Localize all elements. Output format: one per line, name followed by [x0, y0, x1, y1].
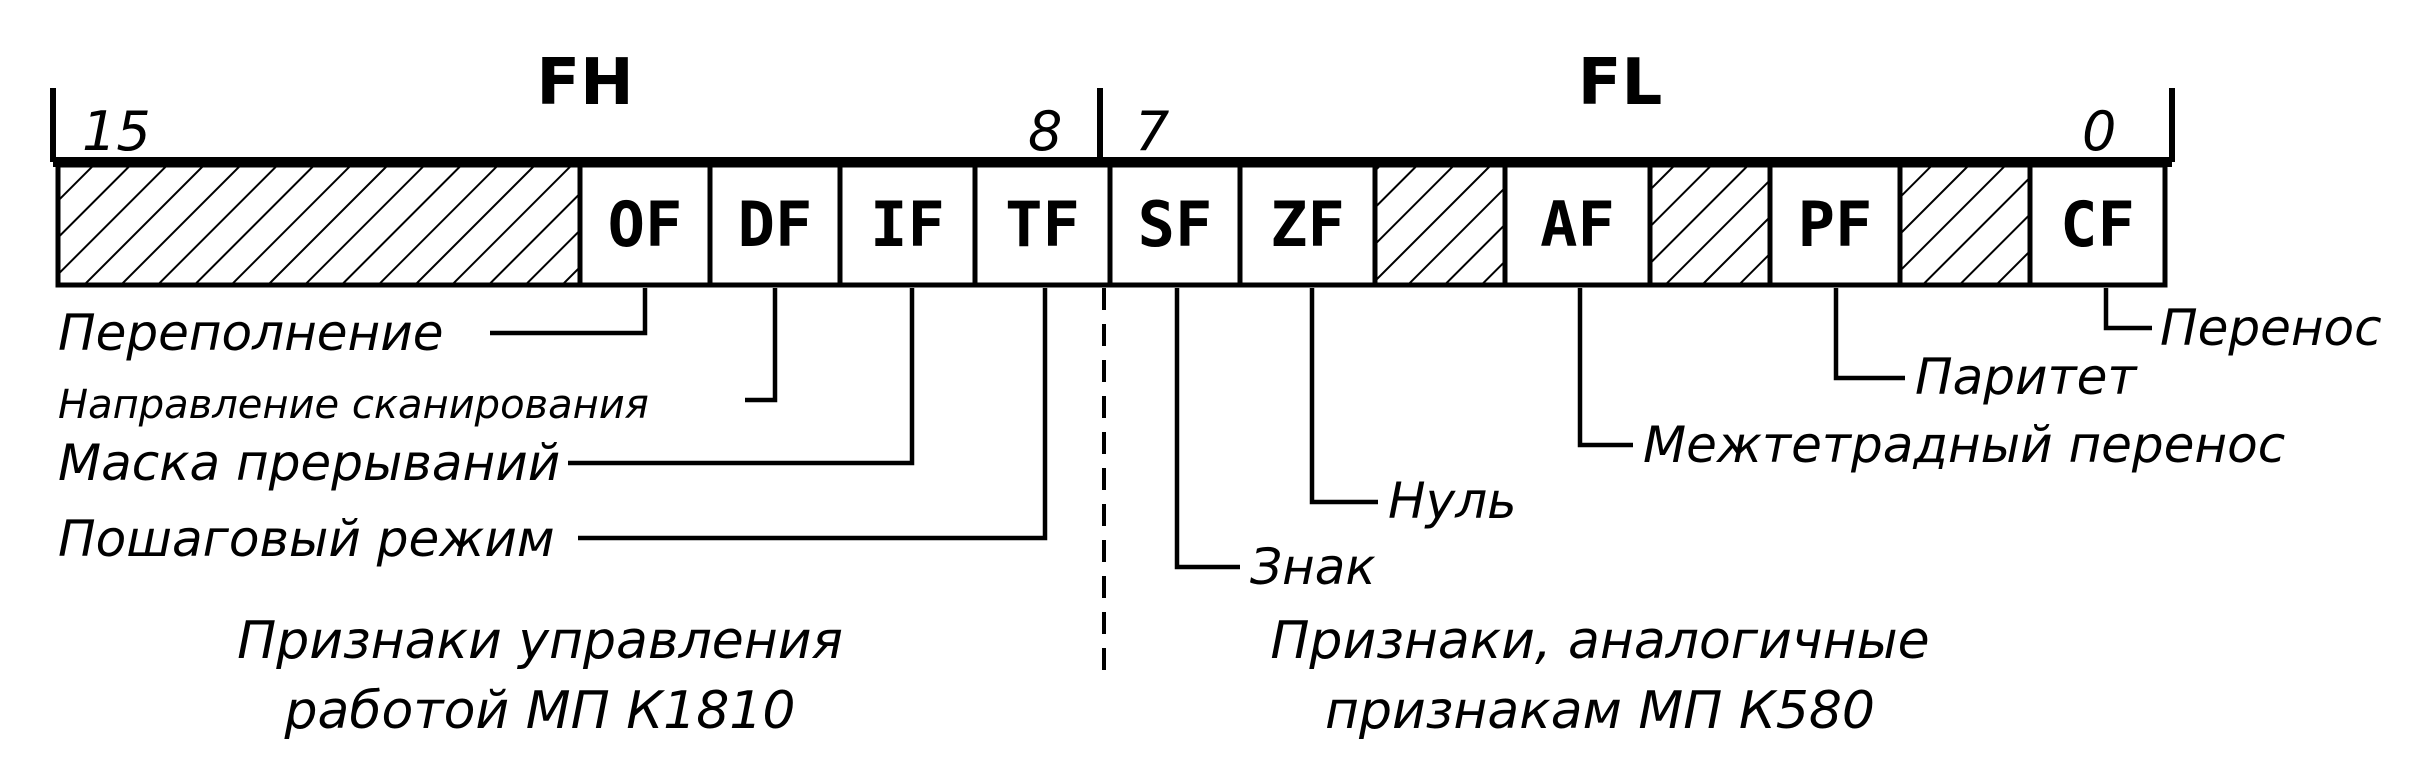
flag-label-pf: PF [1798, 188, 1873, 261]
tf-description: Пошаговый режим [58, 510, 555, 568]
flag-label-tf: TF [1005, 188, 1080, 261]
reserved-cell-0 [55, 162, 583, 288]
cf-description: Перенос [2160, 299, 2382, 357]
bit-label-7: 7 [1135, 100, 1169, 163]
flag-label-zf: ZF [1270, 188, 1345, 261]
sf-description: Знак [1250, 538, 1376, 596]
pf-description: Паритет [1915, 348, 2138, 406]
flag-cell-of [577, 162, 713, 288]
flag-label-sf: SF [1138, 188, 1213, 261]
low-byte-name: FL [1578, 46, 1663, 120]
df-leader [745, 288, 778, 403]
if-description: Маска прерываний [58, 434, 560, 492]
register-frame [50, 88, 2175, 167]
flag-cell-zf [1237, 162, 1378, 288]
of-description: Переполнение [58, 304, 444, 362]
af-description: Межтетрадный перенос [1643, 416, 2285, 474]
tf-leader [578, 288, 1048, 541]
flag-label-if: IF [870, 188, 945, 261]
pf-leader [1833, 288, 1905, 381]
register-cells: OF DF IF TF SF ZF AF PF CF [55, 162, 2168, 288]
flag-cell-af [1502, 162, 1653, 288]
reserved-cell-9 [1647, 162, 1773, 288]
leader-lines [490, 288, 2152, 570]
if-leader [568, 288, 915, 466]
bit-label-8: 8 [1028, 100, 1062, 163]
bit-label-15: 15 [82, 100, 151, 163]
bit-label-0: 0 [2082, 100, 2116, 163]
sf-leader [1174, 288, 1240, 570]
flag-label-cf: CF [2060, 188, 2135, 261]
af-leader [1577, 288, 1633, 448]
left-group-caption-line1: Признаки управления [237, 611, 843, 671]
flag-cell-sf [1107, 162, 1243, 288]
flag-label-df: DF [738, 188, 813, 261]
of-leader [490, 288, 648, 336]
cf-leader [2103, 288, 2152, 331]
reserved-cell-11 [1897, 162, 2033, 288]
zf-description: Нуль [1388, 472, 1517, 530]
reserved-cell-7 [1372, 162, 1508, 288]
zf-leader [1309, 288, 1378, 505]
df-description: Направление сканирования [58, 382, 649, 428]
flag-label-of: OF [608, 188, 683, 261]
flag-cell-tf [972, 162, 1113, 288]
flag-label-af: AF [1540, 188, 1615, 261]
flag-cell-if [837, 162, 978, 288]
high-byte-name: FH [536, 46, 633, 120]
left-group-caption-line2: работой МП К1810 [284, 681, 796, 741]
flag-cell-pf [1767, 162, 1903, 288]
flag-cell-cf [2027, 162, 2168, 288]
right-group-caption-line1: Признаки, аналогичные [1270, 611, 1929, 671]
right-group-caption-line2: признакам МП К580 [1325, 681, 1875, 741]
